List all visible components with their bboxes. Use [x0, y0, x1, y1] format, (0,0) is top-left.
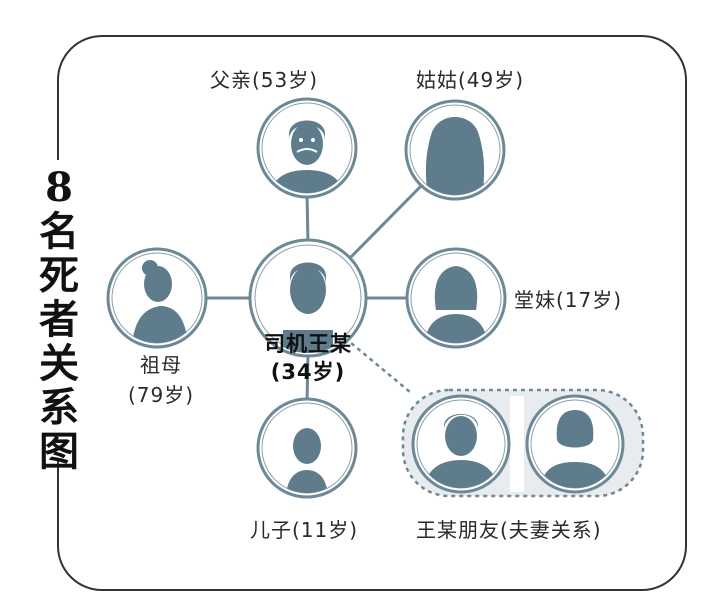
age-father: (53岁) — [252, 68, 319, 92]
age-son: (11岁) — [292, 518, 359, 542]
name-grandmother: 祖母 — [140, 353, 182, 377]
link-driver-father — [305, 192, 310, 245]
label-son: 儿子(11岁) — [250, 518, 358, 542]
link-driver-aunt — [346, 181, 426, 262]
connector-lines — [202, 181, 426, 404]
label-friends: 王某朋友(夫妻关系) — [416, 518, 602, 542]
link-driver-son — [305, 352, 310, 404]
link-driver-friends — [344, 337, 411, 393]
name-aunt: 姑姑 — [416, 68, 458, 92]
age-aunt: (49岁) — [458, 68, 525, 92]
avatar-aunt — [404, 99, 506, 201]
age-grandmother: (79岁) — [127, 383, 195, 407]
name-friends: 王某朋友 — [416, 518, 500, 542]
age-driver: (34岁) — [270, 360, 346, 384]
label-cousin: 堂妹(17岁) — [514, 288, 622, 312]
label-grandmother: 祖母 (79岁) — [116, 350, 206, 410]
label-father: 父亲(53岁) — [210, 68, 318, 92]
avatar-driver — [248, 238, 368, 358]
name-father: 父亲 — [210, 68, 252, 92]
relation-friends: (夫妻关系) — [500, 518, 602, 542]
avatar-son — [256, 397, 358, 499]
label-driver: 司机王某 (34岁) — [238, 330, 378, 386]
age-cousin: (17岁) — [556, 288, 623, 312]
avatar-friend-female — [525, 394, 625, 494]
avatar-father — [256, 97, 358, 199]
name-cousin: 堂妹 — [514, 288, 556, 312]
avatar-grandmother — [106, 247, 208, 349]
avatar-cousin — [405, 247, 507, 349]
page-title: 8 名 死 者 关 系 图 — [39, 164, 79, 475]
title-mask — [30, 160, 88, 460]
label-aunt: 姑姑(49岁) — [416, 68, 524, 92]
avatar-friend-male — [411, 394, 511, 494]
name-driver: 司机王某 — [264, 332, 352, 356]
name-son: 儿子 — [250, 518, 292, 542]
